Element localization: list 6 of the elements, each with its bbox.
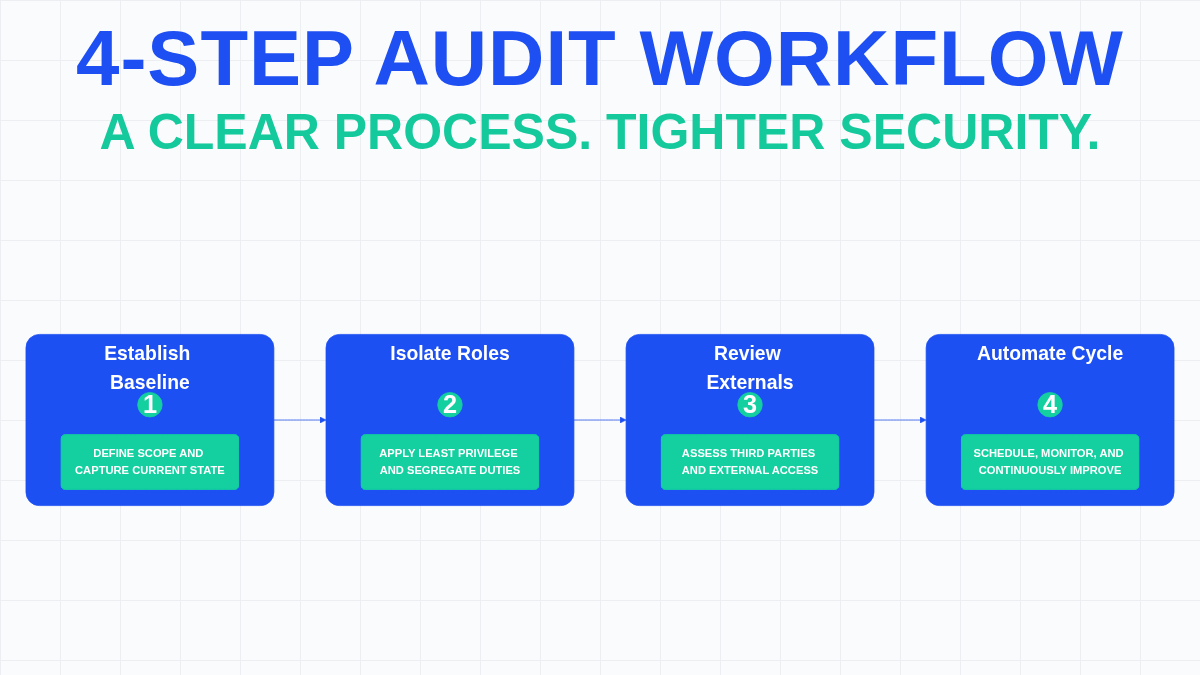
node-circle: 3	[737, 392, 763, 418]
node-circle: 2	[437, 392, 463, 418]
subtitle: A CLEAR PROCESS. TIGHTER SECURITY.	[99, 103, 1101, 162]
node-circle: 4	[1037, 392, 1063, 418]
title: 4-STEP AUDIT WORKFLOW	[76, 14, 1124, 102]
node-circle: 1	[137, 392, 163, 418]
